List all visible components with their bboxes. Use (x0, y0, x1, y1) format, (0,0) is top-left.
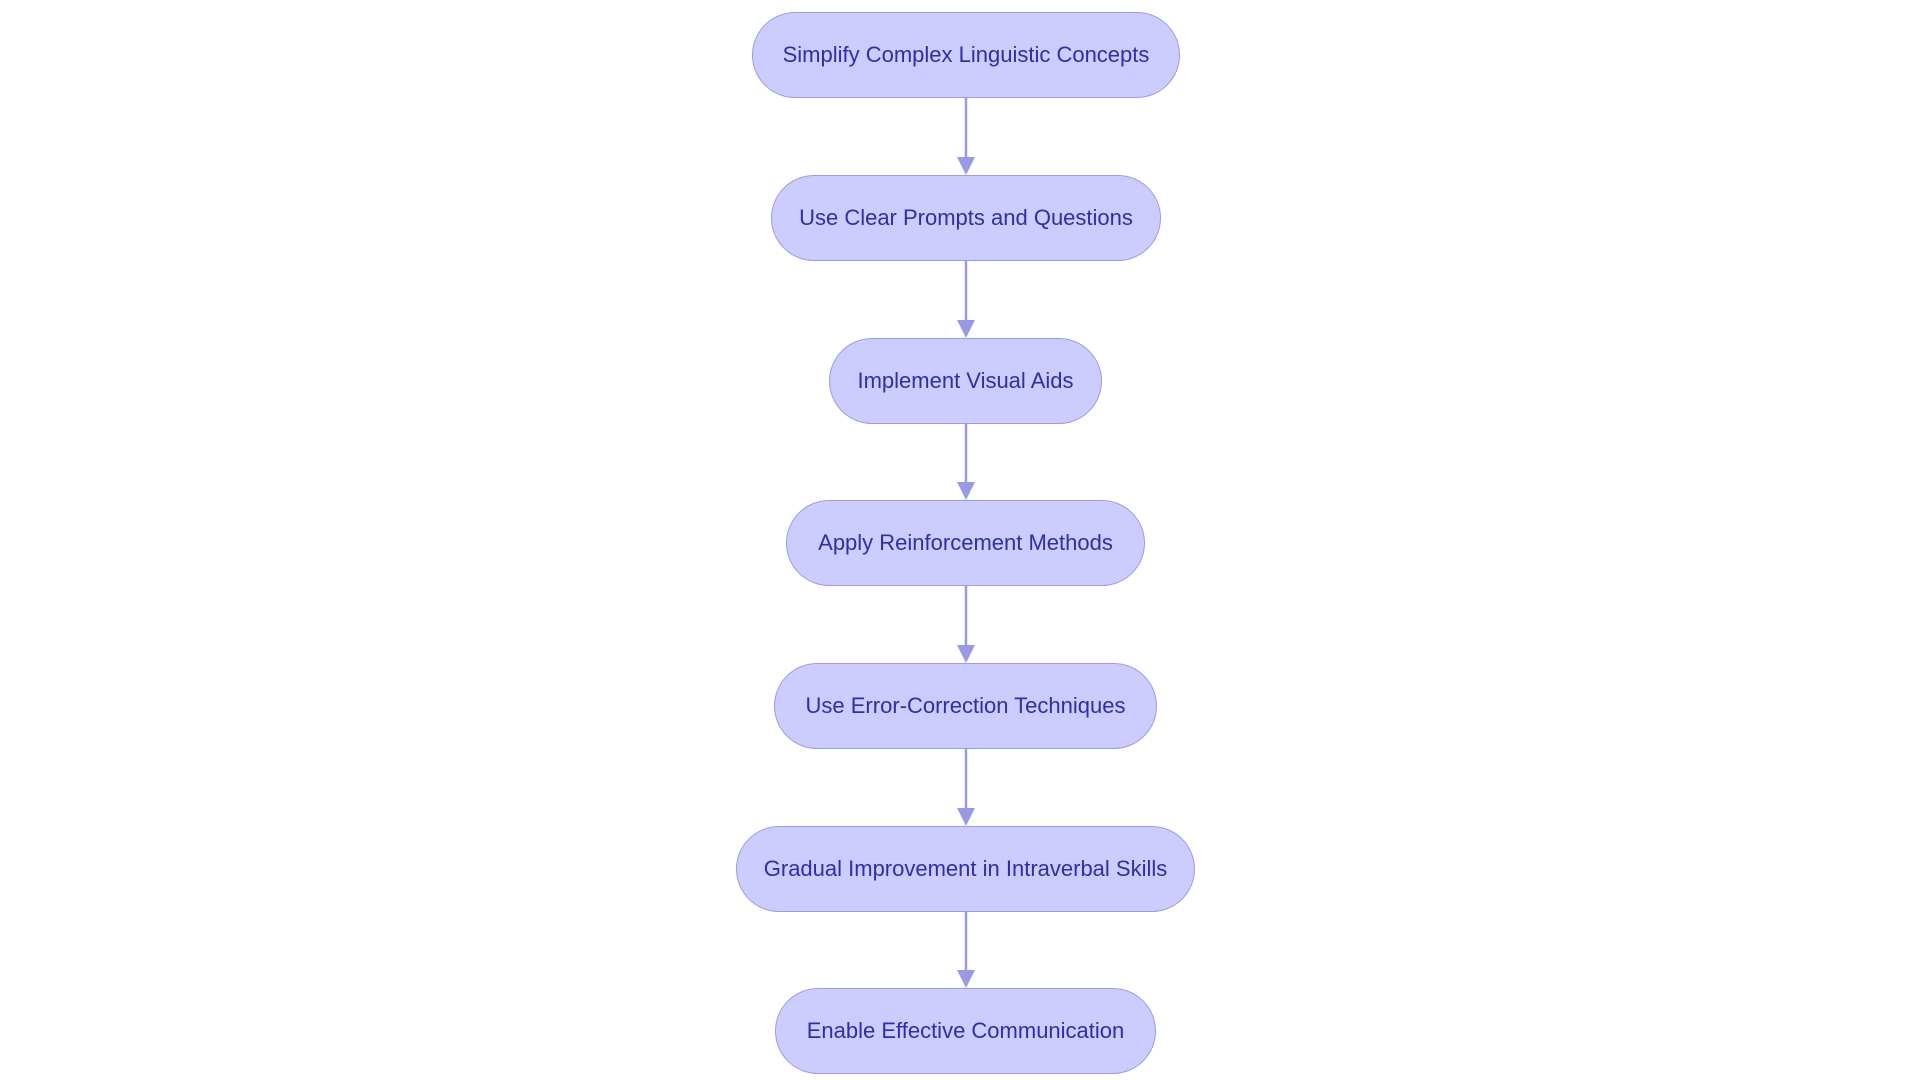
edge-n5-n6 (957, 749, 975, 826)
edge-n2-n3 (957, 261, 975, 338)
edge-n3-n4 (957, 424, 975, 500)
node-visual-aids: Implement Visual Aids (829, 338, 1102, 424)
node-label: Simplify Complex Linguistic Concepts (782, 42, 1150, 67)
node-gradual-improvement: Gradual Improvement in Intraverbal Skill… (736, 826, 1195, 912)
edge-n1-n2 (957, 98, 975, 175)
edge-n4-n5 (957, 586, 975, 663)
edge-n6-n7 (957, 912, 975, 988)
node-label: Use Clear Prompts and Questions (799, 205, 1133, 230)
node-clear-prompts: Use Clear Prompts and Questions (771, 175, 1161, 261)
node-label: Gradual Improvement in Intraverbal Skill… (763, 856, 1168, 881)
node-simplify-concepts: Simplify Complex Linguistic Concepts (752, 12, 1180, 98)
node-label: Apply Reinforcement Methods (818, 530, 1113, 555)
node-label: Implement Visual Aids (857, 368, 1074, 393)
node-reinforcement-methods: Apply Reinforcement Methods (786, 500, 1145, 586)
node-error-correction: Use Error-Correction Techniques (774, 663, 1157, 749)
node-effective-communication: Enable Effective Communication (775, 988, 1156, 1074)
node-label: Use Error-Correction Techniques (805, 693, 1126, 718)
node-label: Enable Effective Communication (806, 1018, 1125, 1043)
